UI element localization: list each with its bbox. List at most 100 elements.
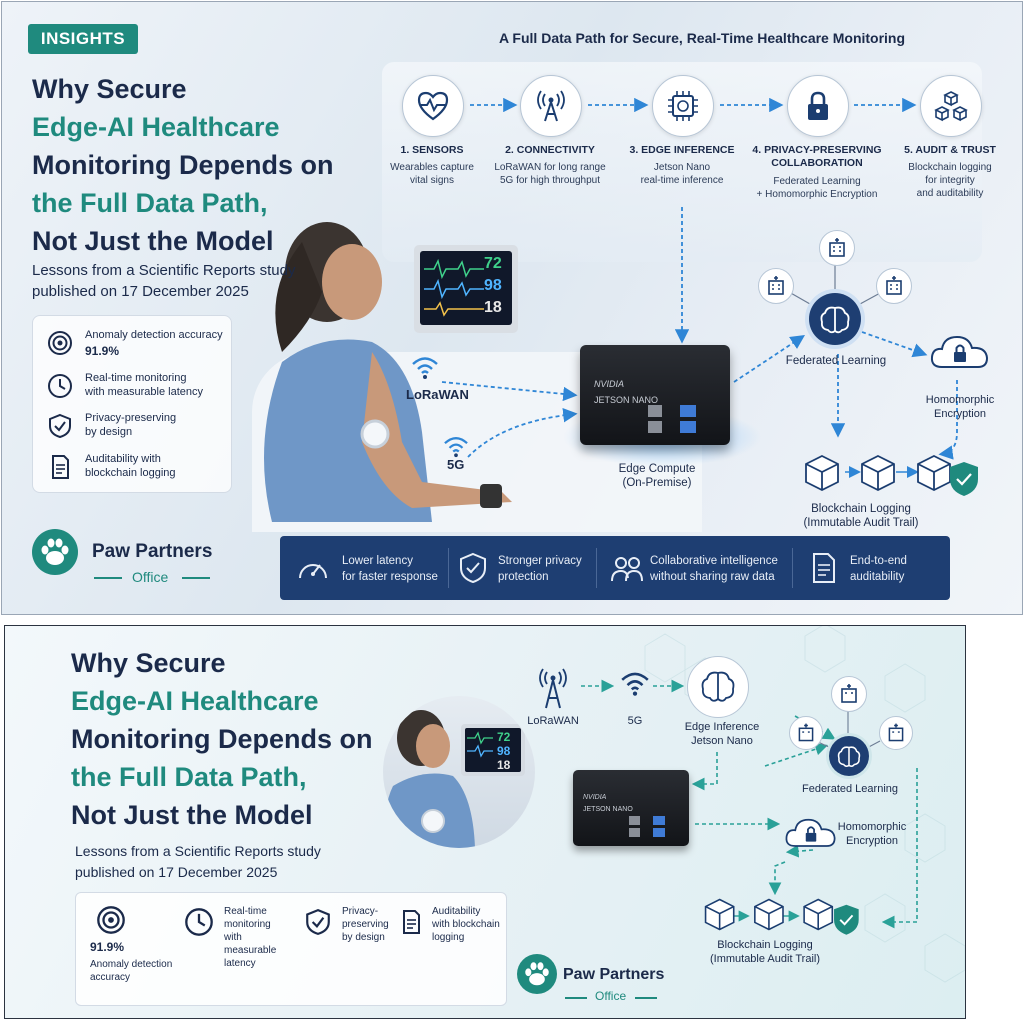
metric-audit-line-2: blockchain logging: [85, 467, 176, 479]
edge-compute-label: Edge Compute(On-Premise): [618, 463, 696, 489]
device-brand-2: NVIDIA: [583, 794, 607, 801]
clock-icon: [185, 908, 213, 936]
insights-badge: INSIGHTS: [28, 24, 138, 54]
step-4-circle: [787, 75, 849, 137]
step-4-desc: Federated Learning+ Homomorphic Encrypti…: [756, 176, 878, 200]
lorawan-label: LoRaWAN: [406, 387, 469, 402]
target-icon: [48, 331, 72, 355]
step-arrows: [441, 97, 958, 478]
hospital-icon: [888, 723, 904, 742]
wifi-icon: [412, 357, 438, 379]
wifi-icon: [621, 672, 649, 696]
metric-privacy-line-2: by design: [85, 426, 133, 438]
headline-2: Why Secure Edge-AI Healthcare Monitoring…: [71, 644, 372, 834]
headline-line-1: Why Secure: [32, 74, 187, 104]
patient-photo-circle: 72 98 18: [383, 696, 535, 848]
cloud-lock-icon: [785, 818, 836, 847]
chip-icon: [668, 91, 698, 121]
blockchain-label-2: Blockchain Logging(Immutable Audit Trail…: [709, 939, 821, 965]
headline-line-3: Monitoring Depends on: [32, 150, 334, 180]
subtitle-line-2: published on 17 December 2025: [32, 283, 249, 300]
shield-check-icon: [306, 908, 330, 935]
edge-brain-node: [687, 656, 749, 718]
headline-line-5: Not Just the Model: [32, 226, 274, 256]
paw-icon: [517, 954, 557, 994]
monitor-heart-rate: 72: [484, 255, 502, 272]
infographic-panel-bottom: Why Secure Edge-AI Healthcare Monitoring…: [4, 625, 966, 1019]
hospital-node-left-2: [789, 716, 823, 750]
step-3-title: 3. EDGE INFERENCE: [629, 144, 735, 156]
hospital-node-right-2: [879, 716, 913, 750]
paw-icon: [32, 529, 78, 575]
metric-accuracy-label: Anomaly detection accuracy: [85, 329, 223, 341]
paw-partners-logo: Paw Partners Office: [32, 525, 232, 589]
hospital-icon: [768, 276, 784, 295]
hospital-icon: [798, 723, 814, 742]
hospital-node-left: [758, 268, 794, 304]
logo-name: Paw Partners: [92, 541, 213, 562]
step-1-circle: [402, 75, 464, 137]
document-icon: [813, 553, 835, 583]
blockchain-blocks-2: [704, 898, 859, 935]
metric-privacy-line-1: Privacy-preserving: [85, 412, 177, 424]
jetson-nano-device: NVIDIA JETSON NANO: [580, 345, 730, 445]
headline: Why Secure Edge-AI Healthcare Monitoring…: [28, 70, 333, 260]
jetson-nano-device-2: NVIDIA JETSON NANO: [573, 770, 689, 846]
subtitle-2-line-2: published on 17 December 2025: [75, 864, 278, 880]
cloud-lock-icon: [930, 335, 989, 368]
infographic-panel-top: 72 98 18 INSIGHTS Why Secure Edge-AI Hea…: [1, 1, 1023, 615]
monitor-spo2: 98: [484, 277, 502, 294]
lock-icon: [808, 91, 828, 120]
logo-office-2: Office: [595, 989, 627, 1003]
shield-check-icon: [950, 462, 978, 496]
target-icon: [97, 906, 125, 934]
shield-check-icon: [460, 552, 486, 584]
brain-icon: [820, 306, 850, 334]
subtitle: Lessons from a Scientific Reports study …: [32, 260, 295, 302]
headline-2-line-1: Why Secure: [71, 648, 226, 678]
antenna-icon: [537, 90, 565, 122]
step-5-circle: [920, 75, 982, 137]
metric-privacy: Privacy-preserving by design: [47, 411, 227, 447]
federated-brain-node-2: [829, 736, 869, 776]
metric-realtime-line-1: Real-time monitoring: [85, 372, 187, 384]
headline-2-line-2: Edge-AI Healthcare: [71, 686, 319, 716]
federated-brain-node: [809, 293, 861, 345]
heart-pulse-icon: [417, 91, 449, 121]
hospital-icon: [886, 276, 902, 295]
people-icon: [611, 557, 643, 582]
hospital-node-top: [819, 230, 855, 266]
monitor-resp: 18: [484, 299, 502, 316]
device-name: JETSON NANO: [594, 395, 659, 405]
subtitle-line-1: Lessons from a Scientific Reports study: [32, 262, 296, 279]
step-2-circle: [520, 75, 582, 137]
headline-2-line-5: Not Just the Model: [71, 800, 313, 830]
headline-line-2: Edge-AI Healthcare: [32, 112, 280, 142]
logo-office: Office: [132, 569, 169, 585]
step-2-title: 2. CONNECTIVITY: [505, 144, 595, 156]
logo-name-2: Paw Partners: [563, 966, 665, 983]
5g-label-2: 5G: [627, 715, 643, 727]
monitor-2-spo2: 98: [497, 744, 511, 758]
headline-2-line-3: Monitoring Depends on: [71, 724, 373, 754]
step-5-title: 5. AUDIT & TRUST: [904, 144, 996, 156]
hospital-node-right: [876, 268, 912, 304]
blockchain-blocks: [805, 454, 978, 496]
hospital-node-top-2: [831, 676, 867, 712]
brain-icon: [701, 671, 735, 702]
headline-line-4: the Full Data Path,: [32, 188, 268, 218]
